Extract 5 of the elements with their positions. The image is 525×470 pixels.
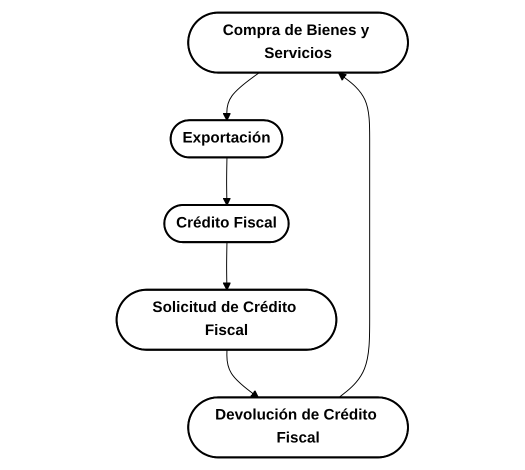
arrow [338, 72, 370, 398]
arrow [222, 72, 260, 122]
arrow [222, 157, 232, 206]
arrow [222, 242, 232, 291]
arrow [226, 350, 260, 398]
